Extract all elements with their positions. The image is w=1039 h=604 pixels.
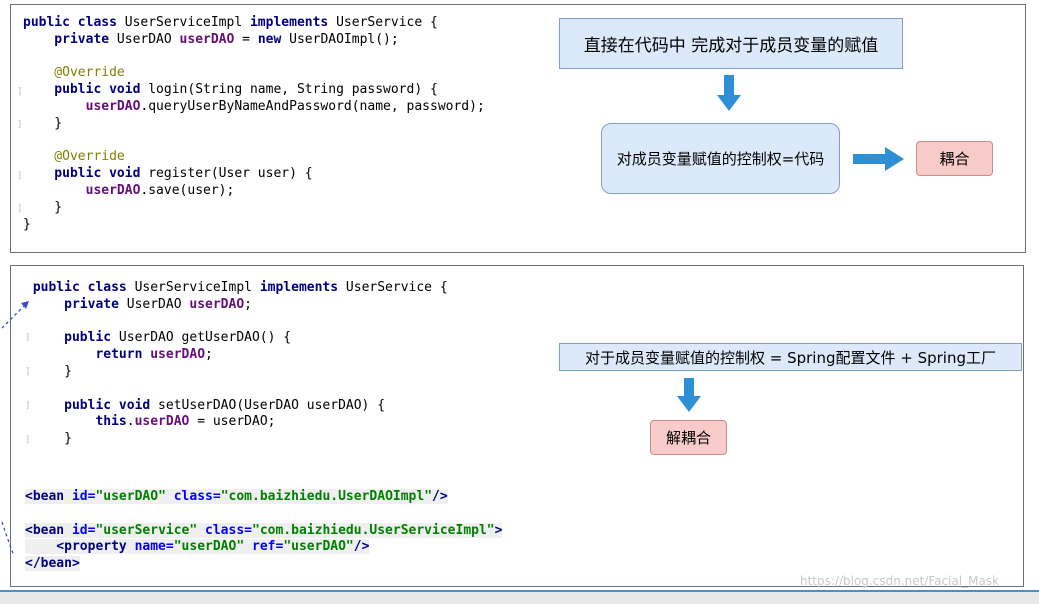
code-keyword: public void [23, 166, 141, 182]
code-keyword: new [257, 31, 282, 47]
top-code-panel: public class UserServiceImpl implements … [10, 4, 1026, 253]
code-text: UserServiceImpl [116, 15, 250, 30]
gutter-marker: ] [25, 401, 31, 411]
xml-value: "userDAO" [283, 539, 354, 555]
code-keyword: public class [23, 15, 117, 30]
code-text: = [234, 31, 258, 47]
xml-tag: /> [432, 489, 448, 504]
code-text: register(User user) { [140, 166, 313, 182]
bottom-code-block: public class UserServiceImpl implements … [25, 280, 448, 448]
control-by-spring-label: 对于成员变量赋值的控制权 = Spring配置文件 + Spring工厂 [584, 348, 997, 367]
arrow-down-icon [717, 75, 741, 111]
watermark: https://blog.csdn.net/Facial_Mask [800, 574, 1000, 588]
code-keyword: implements [259, 280, 339, 295]
gutter-marker: ] [25, 333, 31, 343]
code-text: ; [244, 296, 252, 312]
code-field: userDAO [23, 98, 141, 114]
code-text: } [25, 363, 72, 379]
xml-attr: class= [197, 522, 252, 538]
gutter-marker: ] [17, 87, 23, 97]
bottom-code-panel: public class UserServiceImpl implements … [10, 265, 1024, 587]
xml-tag: > [494, 522, 503, 538]
xml-attr: name= [126, 539, 174, 555]
arrow-down-icon [677, 378, 701, 412]
xml-tag: /> [353, 539, 370, 555]
code-text: } [23, 199, 63, 215]
code-text: } [23, 115, 63, 131]
bottom-scrollbar [0, 590, 1039, 604]
control-by-code-label: 对成员变量赋值的控制权=代码 [616, 150, 825, 168]
code-text: UserDAO [118, 296, 190, 312]
code-text: } [23, 216, 31, 232]
dashed-line-icon [1, 521, 15, 557]
code-text: .queryUserByNameAndPassword(name, passwo… [140, 98, 485, 114]
xml-attr: id= [64, 522, 96, 538]
code-text: = userDAO; [189, 414, 276, 430]
dashed-arrow-icon [1, 301, 29, 329]
control-by-code-box: 对成员变量赋值的控制权=代码 [601, 123, 840, 194]
gutter-marker: ] [25, 367, 31, 377]
code-field: userDAO [142, 347, 206, 363]
code-text: UserService { [338, 280, 448, 295]
code-text: setUserDAO(UserDAO userDAO) { [150, 397, 386, 413]
code-text: UserDAO getUserDAO() { [111, 330, 292, 346]
code-keyword: implements [249, 15, 329, 30]
xml-tag: </bean> [25, 556, 80, 572]
code-text: } [25, 431, 72, 447]
code-text: . [126, 414, 135, 430]
code-keyword: private [25, 296, 119, 312]
decoupling-label: 解耦合 [665, 429, 711, 447]
xml-value: "userDAO" [95, 489, 166, 504]
xml-attr: class= [165, 489, 221, 504]
code-keyword: return [25, 347, 143, 363]
xml-tag: <property [25, 539, 127, 555]
xml-attr: id= [64, 489, 96, 504]
code-keyword: public class [25, 280, 127, 295]
code-keyword: public [25, 330, 112, 346]
code-keyword: private [23, 31, 110, 47]
coupling-box: 耦合 [916, 141, 993, 176]
code-text: UserDAO [109, 31, 180, 47]
xml-value: "userDAO" [173, 539, 245, 555]
xml-tag: <bean [25, 522, 65, 538]
xml-config-block: <bean id="userDAO" class="com.baizhiedu.… [25, 489, 503, 573]
code-text: ; [205, 347, 213, 363]
xml-value: "com.baizhiedu.UserServiceImpl" [252, 522, 495, 538]
code-field: userDAO [134, 414, 190, 430]
code-annotation: @Override [23, 65, 125, 81]
code-annotation: @Override [23, 149, 125, 165]
gutter-marker: ] [25, 435, 31, 445]
code-text: UserDAOImpl(); [281, 31, 399, 47]
code-text: login(String name, String password) { [140, 82, 438, 98]
code-text: .save(user); [140, 182, 235, 198]
code-field: userDAO [23, 182, 141, 198]
top-code-block: public class UserServiceImpl implements … [23, 15, 485, 233]
code-text: UserService { [328, 15, 438, 30]
gutter-marker: ] [17, 204, 23, 214]
xml-value: "com.baizhiedu.UserDAOImpl" [220, 489, 433, 504]
code-keyword: this [25, 414, 127, 430]
arrow-right-icon [853, 147, 904, 171]
xml-attr: ref= [244, 539, 284, 555]
gutter-marker: ] [17, 120, 23, 130]
decoupling-box: 解耦合 [650, 420, 727, 455]
code-text: UserServiceImpl [126, 280, 260, 295]
code-keyword: public void [23, 82, 141, 98]
code-field: userDAO [189, 296, 245, 312]
direct-assignment-box: 直接在代码中 完成对于成员变量的赋值 [559, 18, 903, 69]
code-keyword: public void [25, 397, 151, 413]
direct-assignment-label: 直接在代码中 完成对于成员变量的赋值 [583, 36, 879, 56]
code-field: userDAO [179, 31, 235, 47]
xml-tag: <bean [25, 489, 65, 504]
xml-value: "userService" [95, 522, 198, 538]
coupling-label: 耦合 [939, 150, 970, 168]
gutter-marker: ] [17, 171, 23, 181]
control-by-spring-box: 对于成员变量赋值的控制权 = Spring配置文件 + Spring工厂 [559, 343, 1022, 371]
